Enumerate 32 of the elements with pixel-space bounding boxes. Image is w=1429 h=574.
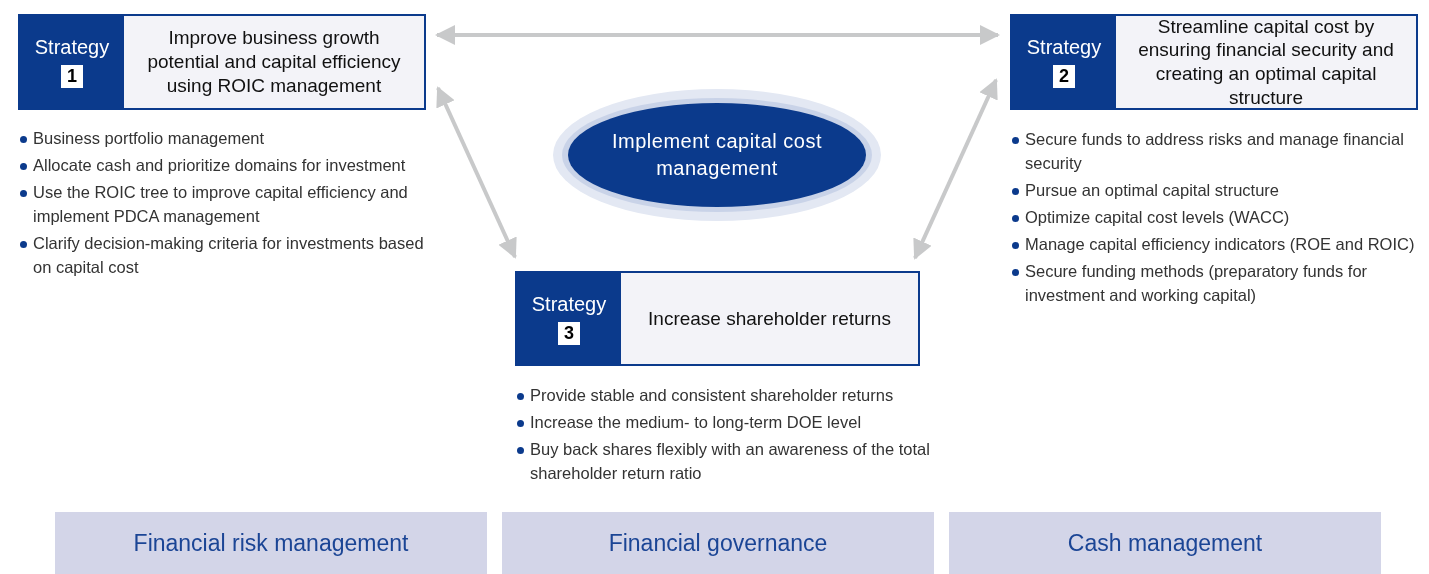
bullet-item: Secure funds to address risks and manage financial security — [1010, 127, 1420, 175]
strategy-number: 1 — [61, 65, 83, 88]
strategy-box — [18, 14, 426, 110]
strategy-title: Increase shareholder returns — [648, 306, 891, 331]
bullet-item: Optimize capital cost levels (WACC) — [1010, 205, 1420, 229]
strategy-label: Strategy — [1026, 36, 1102, 59]
bullet-item: Manage capital efficiency indicators (ROE and ROIC) — [1010, 232, 1420, 256]
ellipse-node — [552, 88, 882, 222]
bullet-item: Use the ROIC tree to improve capital efficiency and implement PDCA management — [18, 180, 433, 228]
double-arrow — [436, 86, 517, 259]
strategy-label: Strategy — [34, 36, 110, 59]
bullet-item: Clarify decision-making criteria for investments based on capital cost — [18, 231, 433, 279]
strategy-title: Improve business growth potential and capital efficiency using ROIC management — [146, 26, 402, 98]
bullet-item: Allocate cash and prioritize domains for investment — [18, 153, 433, 177]
bullet-item: Pursue an optimal capital structure — [1010, 178, 1420, 202]
strategy-number: 3 — [558, 321, 580, 345]
bullet-item: Business portfolio management — [18, 126, 433, 150]
strategy-title: Streamline capital cost by ensuring financial security and creating an optimal capital structure — [1137, 14, 1395, 110]
double-arrow — [913, 78, 998, 260]
bullet-item: Secure funding methods (preparatory funds for investment and working capital) — [1010, 259, 1420, 307]
category-band: Financial governance — [502, 512, 934, 574]
ellipse-title: Implement capital cost management — [612, 129, 822, 181]
bullet-item: Buy back shares flexibly with an awareness of the total shareholder return ratio — [515, 437, 935, 485]
double-arrow — [435, 25, 1000, 45]
strategy-box — [1010, 14, 1418, 110]
category-band: Cash management — [949, 512, 1381, 574]
strategy-number: 2 — [1053, 65, 1075, 88]
strategy-box — [515, 271, 920, 366]
bullet-item: Provide stable and consistent shareholder returns — [515, 383, 935, 407]
category-band: Financial risk management — [55, 512, 487, 574]
bullet-item: Increase the medium- to long-term DOE level — [515, 410, 935, 434]
strategy-label: Strategy — [531, 292, 607, 316]
